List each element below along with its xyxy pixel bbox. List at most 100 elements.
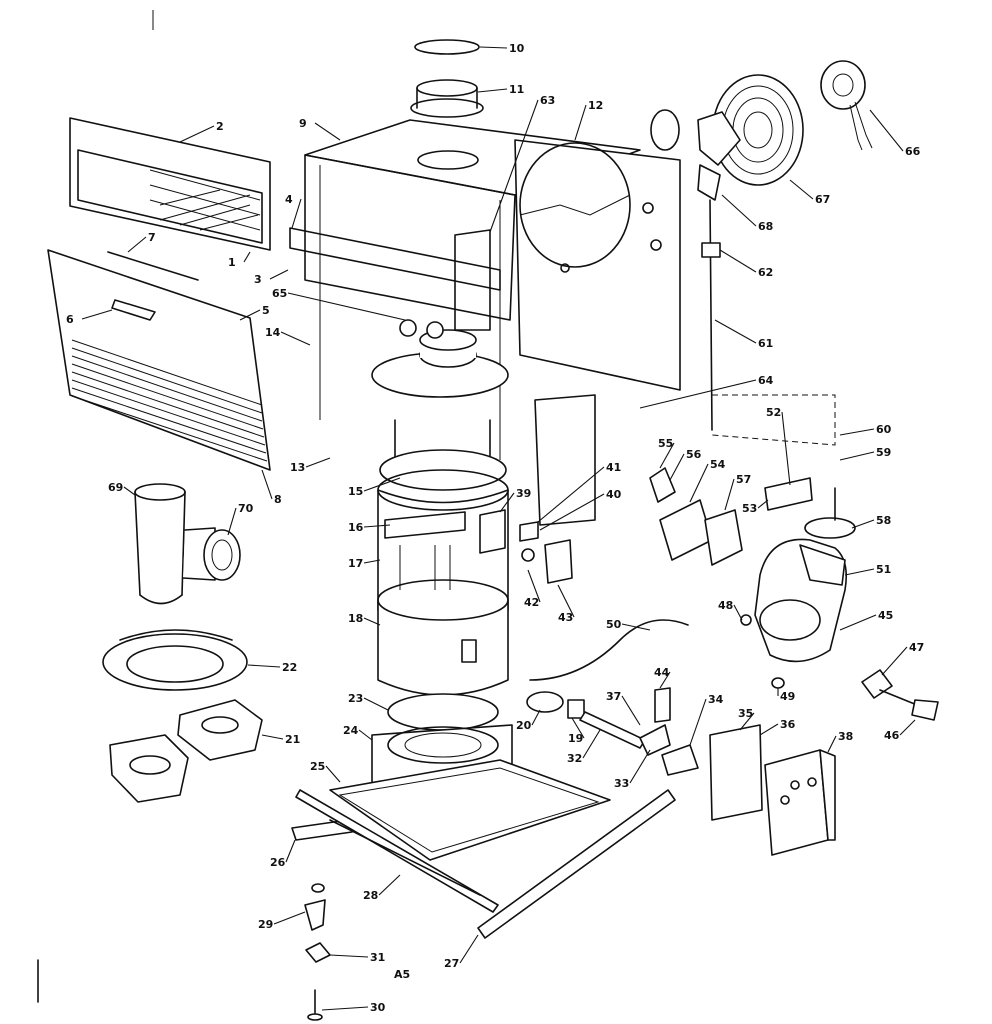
- part-number-45: 45: [878, 609, 893, 622]
- leader-line-37: [621, 695, 641, 726]
- part-number-23: 23: [348, 692, 363, 705]
- part-number-2: 2: [216, 120, 224, 133]
- part-number-48: 48: [718, 599, 733, 612]
- leader-line-65: [287, 292, 406, 321]
- part-number-60: 60: [876, 423, 892, 436]
- leader-line-23: [363, 697, 389, 711]
- part-number-labels: 1234567891011121314151617181920212223242…: [66, 42, 924, 1014]
- leader-line-14: [280, 331, 311, 346]
- leader-line-64: [639, 379, 757, 409]
- part-number-7: 7: [148, 231, 156, 244]
- part-number-14: 14: [265, 326, 281, 339]
- part-number-8: 8: [274, 493, 282, 506]
- part-number-26: 26: [270, 856, 286, 869]
- part-number-10: 10: [509, 42, 525, 55]
- part-number-32: 32: [567, 752, 582, 765]
- part-number-55: 55: [658, 437, 673, 450]
- part-number-6: 6: [66, 313, 74, 326]
- leader-line-35: [739, 712, 755, 731]
- part-number-28: 28: [363, 889, 378, 902]
- leader-line-51: [844, 568, 875, 576]
- leader-line-38: [827, 735, 837, 753]
- leader-line-12: [574, 104, 587, 141]
- leader-line-9: [314, 122, 341, 141]
- part-number-40: 40: [606, 488, 622, 501]
- leader-line-41: [537, 466, 605, 523]
- part-number-36: 36: [780, 718, 796, 731]
- leader-lines: [81, 46, 916, 1011]
- leader-line-55: [659, 442, 675, 469]
- part-front-door: [47, 249, 271, 471]
- part-number-1: 1: [228, 256, 236, 269]
- leader-line-67: [789, 179, 814, 200]
- leader-line-61: [714, 319, 757, 344]
- leader-line-24: [358, 729, 373, 741]
- leader-line-10: [479, 46, 508, 49]
- part-base-rails: [291, 789, 676, 939]
- leader-line-28: [378, 874, 401, 896]
- leader-line-43: [557, 584, 575, 618]
- leader-line-29: [273, 911, 306, 925]
- part-burner-base: [329, 693, 611, 861]
- leader-line-36: [759, 723, 779, 736]
- part-number-61: 61: [758, 337, 773, 350]
- part-small-brackets: [479, 509, 573, 584]
- leader-line-62: [719, 249, 757, 273]
- part-number-4: 4: [285, 193, 293, 206]
- part-number-63: 63: [540, 94, 555, 107]
- part-heater-drum: [371, 319, 509, 696]
- part-number-43: 43: [558, 611, 573, 624]
- leader-line-54: [689, 463, 709, 503]
- part-number-68: 68: [758, 220, 773, 233]
- leader-line-25: [325, 765, 341, 783]
- leader-line-17: [363, 559, 381, 564]
- part-number-44: 44: [654, 666, 670, 679]
- leader-line-21: [261, 734, 284, 740]
- part-number-13: 13: [290, 461, 305, 474]
- part-feet-and-screws: [304, 883, 331, 1021]
- leader-line-63: [489, 99, 539, 233]
- part-number-21: 21: [285, 733, 300, 746]
- leader-line-1: [243, 251, 251, 263]
- page-code: A5: [394, 968, 410, 981]
- part-number-52: 52: [766, 406, 781, 419]
- part-grille-panel: [69, 117, 271, 251]
- part-number-66: 66: [905, 145, 921, 158]
- part-number-24: 24: [343, 724, 359, 737]
- part-pump-assembly: [754, 477, 856, 689]
- part-number-33: 33: [614, 777, 629, 790]
- leader-line-34: [689, 698, 707, 746]
- part-number-20: 20: [516, 719, 532, 732]
- leader-line-16: [363, 524, 391, 528]
- leader-line-3: [269, 269, 289, 280]
- leader-line-53: [757, 499, 769, 509]
- part-number-18: 18: [348, 612, 363, 625]
- leader-line-46: [899, 719, 916, 736]
- leader-line-33: [629, 749, 651, 784]
- part-number-31: 31: [370, 951, 385, 964]
- part-number-27: 27: [444, 957, 459, 970]
- part-number-17: 17: [348, 557, 363, 570]
- part-number-57: 57: [736, 473, 751, 486]
- leader-line-2: [179, 125, 215, 143]
- leader-line-45: [839, 614, 877, 631]
- leader-line-32: [582, 729, 601, 759]
- part-wiring: [701, 199, 836, 446]
- leader-line-22: [247, 664, 281, 668]
- part-number-41: 41: [606, 461, 621, 474]
- part-number-19: 19: [568, 732, 583, 745]
- part-number-47: 47: [909, 641, 924, 654]
- leader-line-15: [363, 477, 401, 492]
- leader-line-57: [724, 478, 735, 511]
- part-flue-collars: [410, 39, 484, 118]
- leader-line-47: [881, 646, 908, 676]
- leader-line-66: [869, 109, 904, 152]
- part-number-3: 3: [254, 273, 262, 286]
- leader-line-56: [669, 453, 685, 481]
- part-divider: [534, 394, 596, 526]
- leader-line-59: [839, 451, 875, 461]
- leader-line-31: [329, 954, 369, 958]
- part-number-51: 51: [876, 563, 891, 576]
- part-number-54: 54: [710, 458, 726, 471]
- part-number-42: 42: [524, 596, 539, 609]
